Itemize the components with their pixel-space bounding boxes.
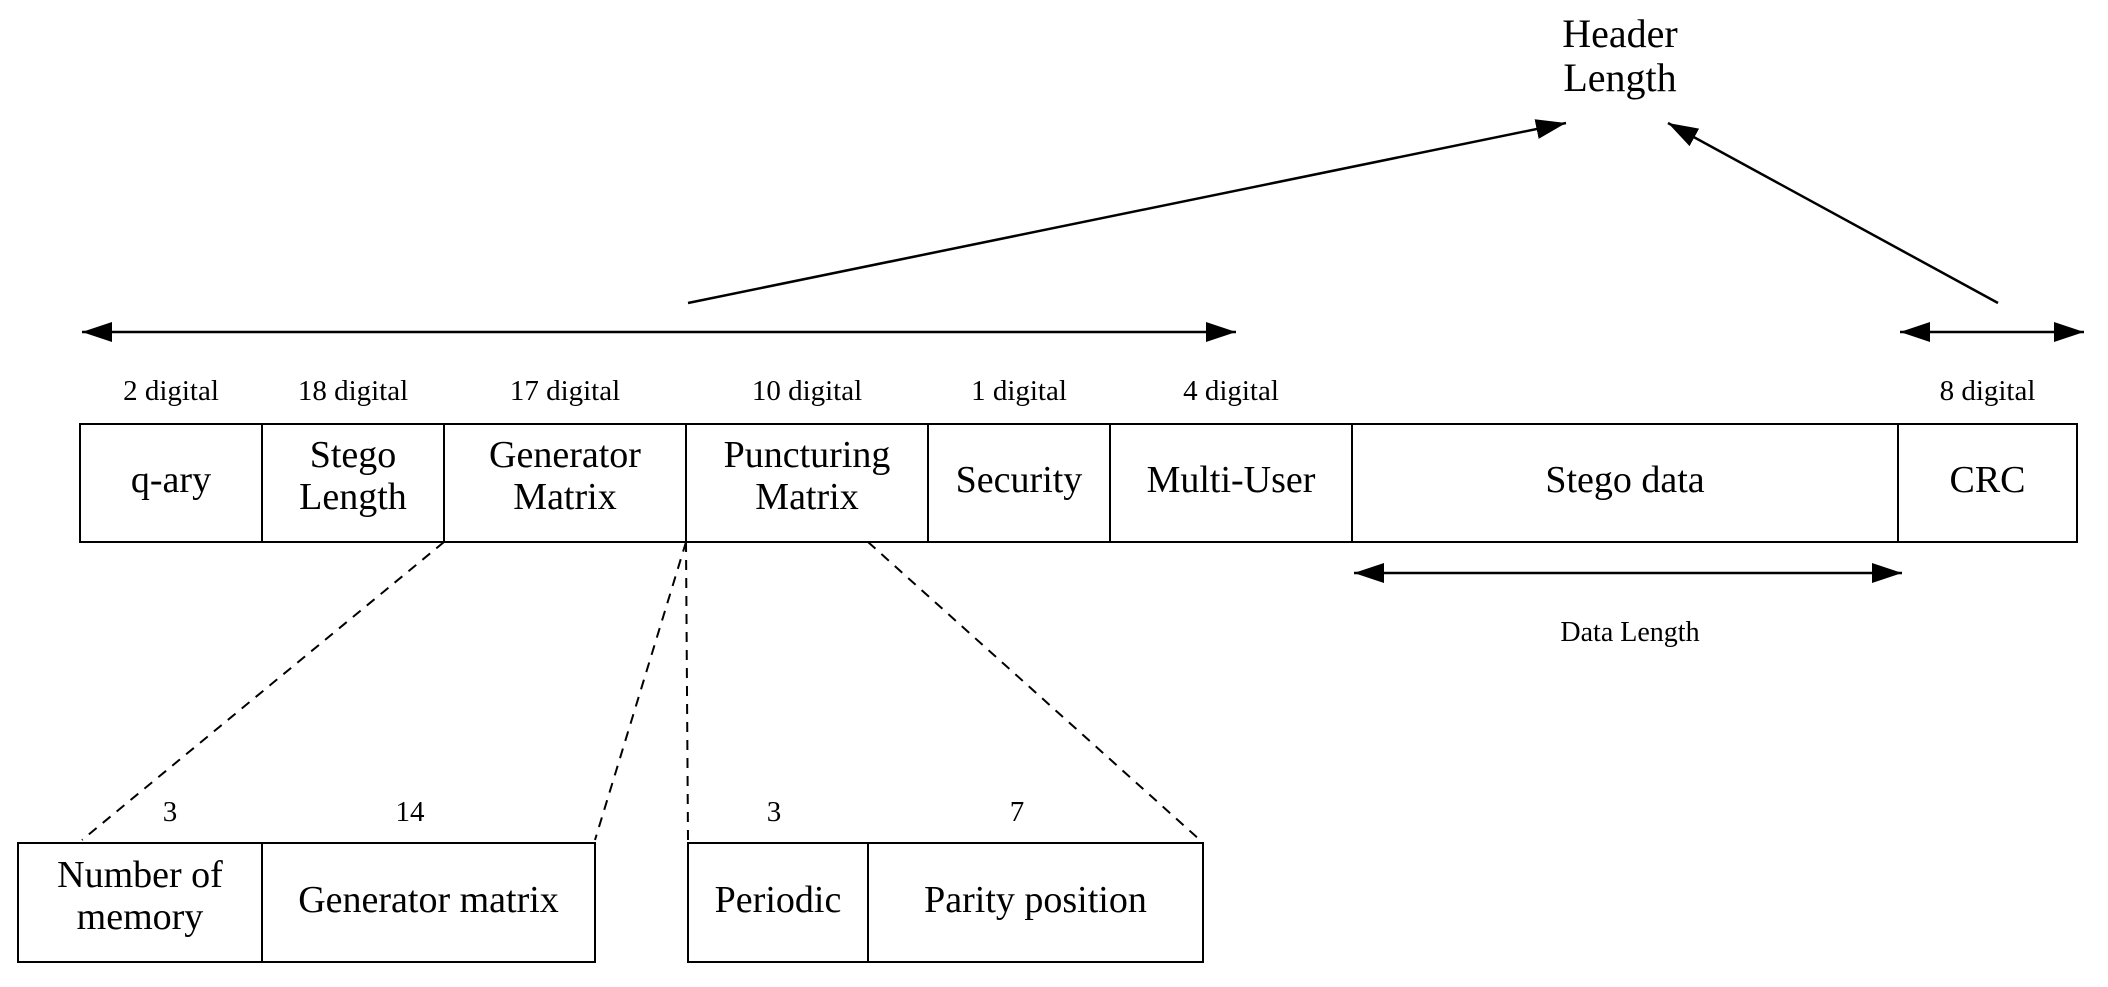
field-qary: q-ary xyxy=(130,459,212,501)
data-length-label: Data Length xyxy=(1560,617,1700,648)
bits-number-of-memory: 3 xyxy=(162,796,178,828)
field-stego-data: Stego data xyxy=(1545,459,1705,501)
bits-generator-matrix-sub: 14 xyxy=(395,796,425,828)
crc-to-label-arrow xyxy=(1667,121,1999,305)
field-stego-length: Stego Length xyxy=(299,434,407,518)
field-parity-position: Parity position xyxy=(924,879,1147,921)
field-generator-matrix: Generator Matrix xyxy=(489,434,641,518)
bits-puncturing-matrix: 10 digital xyxy=(751,375,863,407)
bits-periodic: 3 xyxy=(766,796,782,828)
generator-breakdown-frame xyxy=(17,842,596,963)
bits-generator-matrix: 17 digital xyxy=(509,375,621,407)
main-frame xyxy=(79,423,2078,543)
field-crc: CRC xyxy=(1949,459,2026,501)
field-periodic: Periodic xyxy=(714,879,842,921)
bits-qary: 2 digital xyxy=(123,375,219,407)
bits-multi-user: 4 digital xyxy=(1183,375,1279,407)
field-puncturing-matrix: Puncturing Matrix xyxy=(723,434,891,518)
field-number-of-memory: Number of memory xyxy=(57,854,223,938)
bits-stego-length: 18 digital xyxy=(297,375,409,407)
expansion-lines xyxy=(81,541,1201,841)
bits-crc: 8 digital xyxy=(1939,375,2036,407)
header-to-label-arrow xyxy=(687,119,1567,305)
bits-security: 1 digital xyxy=(971,375,1067,407)
field-generator-matrix-sub: Generator matrix xyxy=(298,879,559,921)
bits-parity-position: 7 xyxy=(1009,796,1025,828)
field-multi-user: Multi-User xyxy=(1146,459,1316,501)
puncturing-breakdown-frame xyxy=(687,842,1204,963)
field-security: Security xyxy=(955,459,1083,501)
header-length-label: Header Length xyxy=(1562,11,1678,100)
